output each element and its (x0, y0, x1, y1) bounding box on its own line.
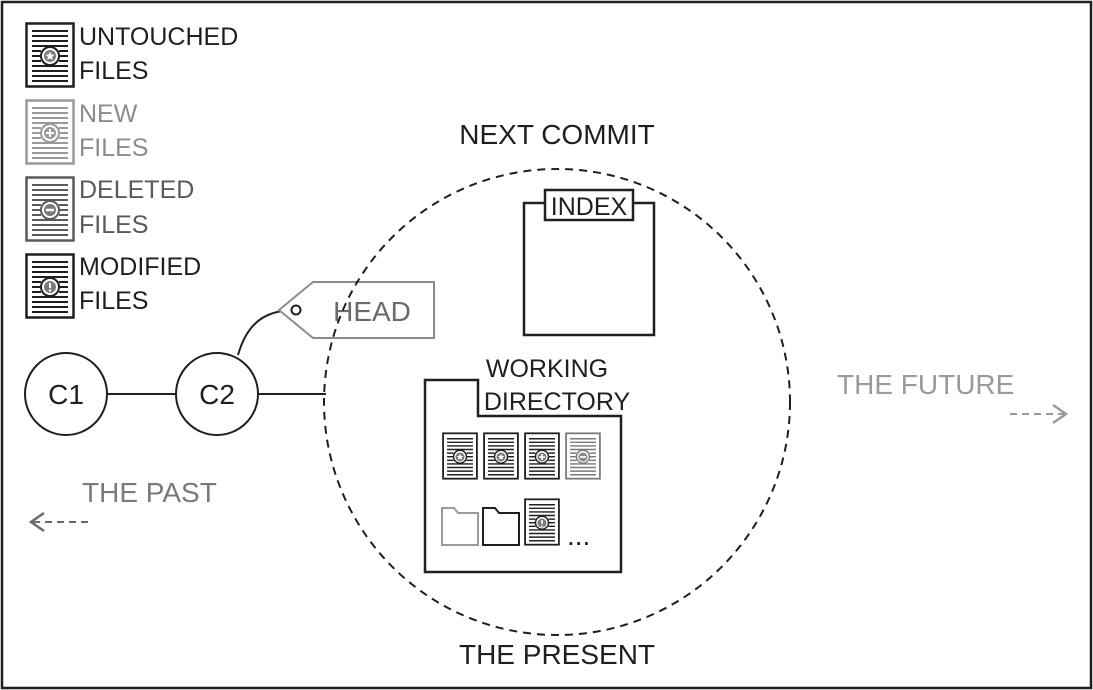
present-circle (323, 168, 791, 636)
head-label: HEAD (333, 296, 411, 327)
more-files-ellipsis: ... (567, 520, 590, 551)
legend-modified: MODIFIED FILES (25, 253, 201, 319)
the-present-label: THE PRESENT (459, 639, 655, 670)
index-label: INDEX (551, 193, 628, 221)
wd-untouched-file-2 (483, 432, 519, 480)
past-arrow-icon (28, 511, 88, 533)
wd-untouched-file-1 (442, 432, 478, 480)
legend-deleted-line1: DELETED (79, 176, 194, 204)
working-directory-folder: WORKING DIRECTORY (423, 355, 631, 574)
working-directory-line2: DIRECTORY (484, 388, 631, 416)
legend-new-line2: FILES (79, 134, 148, 162)
head-tag: HEAD (277, 281, 435, 339)
legend-modified-line1: MODIFIED (79, 253, 201, 281)
legend-new-line1: NEW (79, 100, 138, 128)
index-box: INDEX (522, 188, 656, 337)
wd-new-file (524, 432, 560, 480)
legend-deleted: DELETED FILES (25, 176, 194, 242)
legend-untouched-line1: UNTOUCHED (79, 23, 238, 51)
commit-c1-label: C1 (48, 379, 84, 410)
commit-c2-label: C2 (199, 379, 235, 410)
legend-untouched: UNTOUCHED FILES (25, 22, 238, 88)
commit-c2: C2 (175, 352, 259, 436)
legend-untouched-line2: FILES (79, 57, 148, 85)
wd-modified-file (524, 498, 560, 546)
future-arrow-icon (1010, 403, 1069, 425)
folder-icon (482, 507, 520, 546)
next-commit-label: NEXT COMMIT (459, 119, 654, 150)
tag-hole-icon (290, 304, 302, 316)
legend-new: NEW FILES (25, 99, 148, 165)
commit-c1: C1 (24, 352, 108, 436)
index-clip (543, 188, 635, 222)
the-past-label: THE PAST (82, 477, 217, 508)
legend-deleted-line2: FILES (79, 211, 148, 239)
working-directory-line1: WORKING (486, 355, 608, 383)
new-folder-icon (441, 507, 479, 546)
wd-deleted-file (565, 432, 601, 480)
the-future-label: THE FUTURE (837, 369, 1014, 400)
legend-modified-line2: FILES (79, 287, 148, 315)
